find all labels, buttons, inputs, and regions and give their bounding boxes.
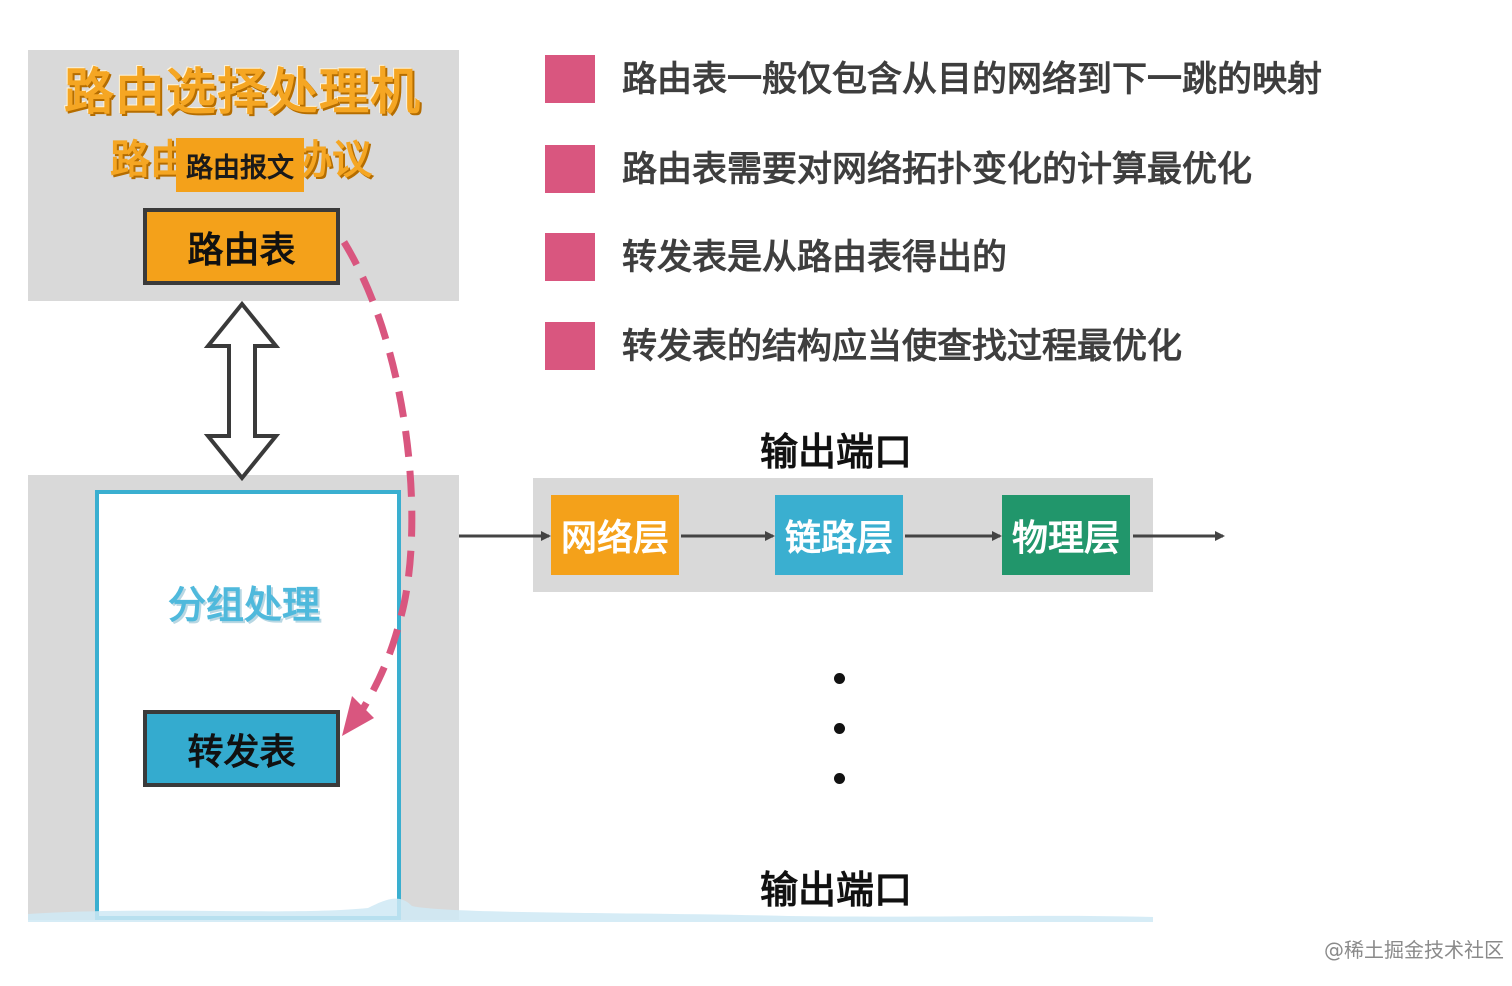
bullet-text-2: 路由表需要对网络拓扑变化的计算最优化	[622, 150, 1253, 190]
ellipsis-dot-2	[834, 723, 845, 734]
routing-processor-title: 路由选择处理机	[64, 63, 421, 121]
bidirectional-arrow-icon	[203, 300, 281, 482]
bullet-square-4	[545, 322, 595, 370]
routing-message-label: 路由报文	[176, 138, 304, 192]
flow-arrows	[459, 531, 1225, 541]
link-layer-box: 链路层	[775, 495, 903, 575]
physical-layer-box: 物理层	[1002, 495, 1130, 575]
bottom-wash-decoration	[28, 898, 1153, 922]
routing-table-box: 路由表	[143, 208, 340, 285]
bullet-square-3	[545, 233, 595, 281]
ellipsis-dot-3	[834, 773, 845, 784]
watermark: @稀土掘金技术社区	[1324, 938, 1504, 962]
bullet-text-1: 路由表一般仅包含从目的网络到下一跳的映射	[622, 60, 1323, 100]
bullet-text-3: 转发表是从路由表得出的	[622, 238, 1008, 278]
bullet-square-1	[545, 55, 595, 103]
bullet-text-4: 转发表的结构应当使查找过程最优化	[622, 327, 1183, 367]
bullet-square-2	[545, 145, 595, 193]
output-port-title-top: 输出端口	[760, 430, 913, 474]
routing-protocol-right: 协议	[292, 137, 372, 183]
derivation-dashed-arrow	[341, 240, 416, 736]
network-layer-box: 网络层	[551, 495, 679, 575]
output-port-title-bottom: 输出端口	[760, 868, 913, 912]
ellipsis-dot-1	[834, 673, 845, 684]
forwarding-table-box: 转发表	[143, 710, 340, 787]
packet-processing-label: 分组处理	[168, 583, 321, 627]
